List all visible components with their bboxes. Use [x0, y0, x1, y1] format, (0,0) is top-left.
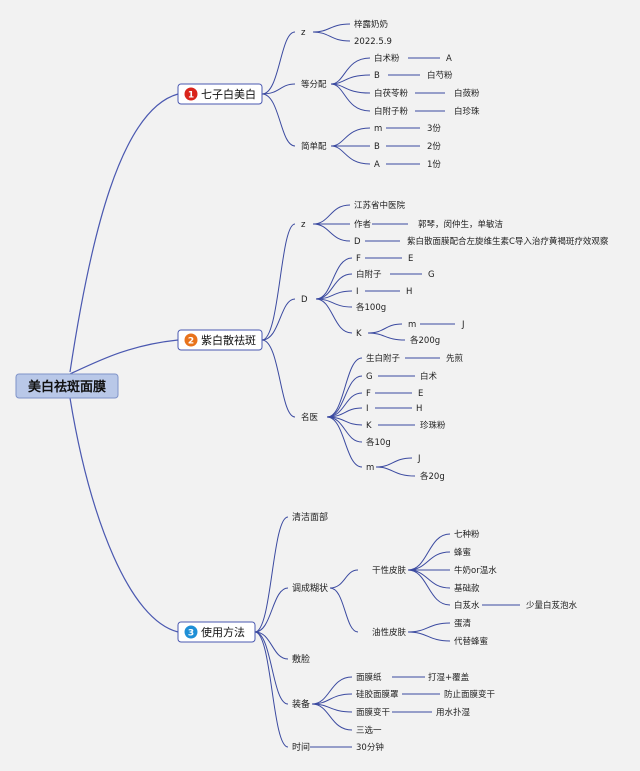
node-label[interactable]: D: [301, 295, 308, 305]
node-label[interactable]: G: [428, 270, 435, 280]
node-label[interactable]: 各200g: [410, 335, 440, 346]
node-label[interactable]: 白附子: [356, 269, 382, 280]
branch-node-3[interactable]: 3 使用方法: [177, 621, 256, 643]
node-label[interactable]: 名医: [301, 412, 319, 423]
node-label[interactable]: 敷脸: [292, 653, 310, 665]
number-badge-icon: [184, 625, 198, 639]
node-label[interactable]: 1份: [427, 159, 441, 170]
branch-1-label: 七子白美白: [201, 87, 256, 101]
branch2-labels: z 江苏省中医院 作者 郭琴，闵仲生，单敏洁 D 紫白散面膜配合左旋维生素C导入…: [301, 200, 609, 482]
node-label[interactable]: 面膜纸: [356, 672, 382, 683]
node-label[interactable]: K: [366, 421, 372, 431]
node-label[interactable]: 硅胶面膜罩: [356, 689, 399, 700]
branch-node-2[interactable]: 2 紫白散祛斑: [177, 329, 263, 351]
node-label[interactable]: K: [356, 329, 362, 339]
node-label[interactable]: 2022.5.9: [354, 37, 392, 47]
node-label[interactable]: 清洁面部: [292, 511, 328, 523]
node-label[interactable]: 等分配: [301, 79, 327, 90]
branch-1-number: 1: [188, 91, 194, 101]
node-label[interactable]: G: [366, 372, 373, 382]
node-label[interactable]: D: [354, 237, 361, 247]
node-label[interactable]: 防止面膜变干: [444, 689, 496, 700]
node-label[interactable]: 蛋清: [454, 618, 472, 629]
node-label[interactable]: 先煎: [446, 353, 464, 364]
node-label[interactable]: 各10g: [366, 437, 391, 448]
node-label[interactable]: 调成糊状: [292, 582, 328, 594]
branch-2-number: 2: [188, 337, 194, 347]
node-label[interactable]: 白术: [420, 371, 438, 382]
branch-3-label: 使用方法: [201, 625, 245, 639]
node-label[interactable]: 油性皮肤: [372, 627, 407, 638]
node-label[interactable]: 紫白散面膜配合左旋维生素C导入治疗黄褐斑疗效观察: [407, 236, 609, 247]
node-label[interactable]: 白珍珠: [454, 106, 480, 117]
node-label[interactable]: 白术粉: [374, 53, 400, 64]
node-label[interactable]: 3份: [427, 123, 441, 134]
number-badge-icon: [184, 87, 198, 101]
node-label[interactable]: 时间: [292, 741, 310, 753]
root-node[interactable]: 美白祛斑面膜: [15, 373, 119, 399]
node-label[interactable]: 各100g: [356, 302, 386, 313]
branch-3-number: 3: [188, 629, 194, 639]
node-label[interactable]: 各20g: [420, 471, 445, 482]
node-label[interactable]: J: [461, 320, 465, 330]
node-label[interactable]: 郭琴，闵仲生，单敏洁: [418, 219, 504, 230]
node-label[interactable]: A: [374, 160, 380, 170]
branch1-edges: [261, 23, 445, 165]
node-label[interactable]: F: [366, 389, 371, 399]
node-label[interactable]: 作者: [354, 219, 372, 230]
node-label[interactable]: 用水扑湿: [436, 707, 471, 718]
node-label[interactable]: m: [408, 320, 416, 330]
node-label[interactable]: 白附子粉: [374, 106, 409, 117]
branch-2-label: 紫白散祛斑: [201, 333, 256, 347]
node-label[interactable]: 白芨水: [454, 600, 480, 611]
node-label[interactable]: 江苏省中医院: [354, 200, 406, 211]
branch-node-1[interactable]: 1 七子白美白: [177, 83, 263, 105]
node-label[interactable]: B: [374, 71, 380, 81]
number-badge-icon: [184, 333, 198, 347]
node-label[interactable]: 牛奶or温水: [454, 565, 497, 576]
node-label[interactable]: 代替蜂蜜: [454, 636, 488, 647]
branch1-labels: z 梓露奶奶 2022.5.9 等分配 白术粉 A B 白芍粉 白茯苓粉 白蔹粉…: [301, 19, 480, 170]
node-label[interactable]: H: [406, 287, 412, 297]
node-label[interactable]: 蜂蜜: [454, 547, 471, 558]
node-label[interactable]: H: [416, 404, 422, 414]
node-label[interactable]: 打湿+覆盖: [428, 672, 470, 683]
branch2-edges: [261, 204, 455, 477]
node-label[interactable]: E: [408, 254, 413, 264]
node-label[interactable]: 面膜变干: [356, 707, 391, 718]
node-label[interactable]: I: [356, 287, 359, 297]
node-label[interactable]: 白蔹粉: [454, 88, 480, 99]
node-label[interactable]: 梓露奶奶: [354, 19, 388, 30]
branch3-labels: 清洁面部 调成糊状 干性皮肤 七种粉 蜂蜜 牛奶or温水 基础款 白芨水 少量白…: [292, 511, 578, 753]
node-label[interactable]: 七种粉: [454, 529, 480, 540]
node-label[interactable]: 白茯苓粉: [374, 88, 409, 99]
root-edges: [69, 93, 179, 633]
node-label[interactable]: 珍珠粉: [420, 420, 446, 431]
node-label[interactable]: 30分钟: [356, 742, 384, 753]
node-label[interactable]: 简单配: [301, 141, 327, 152]
node-label[interactable]: J: [417, 454, 421, 464]
node-label[interactable]: 2份: [427, 141, 441, 152]
node-label[interactable]: E: [418, 389, 423, 399]
node-label[interactable]: 基础款: [454, 583, 480, 594]
node-label[interactable]: 生白附子: [366, 353, 401, 364]
node-label[interactable]: z: [301, 28, 306, 38]
node-label[interactable]: I: [366, 404, 369, 414]
node-label[interactable]: m: [366, 463, 374, 473]
root-label: 美白祛斑面膜: [28, 379, 106, 395]
node-label[interactable]: A: [446, 54, 452, 64]
node-label[interactable]: 装备: [292, 698, 310, 710]
node-label[interactable]: 白芍粉: [427, 70, 453, 81]
node-label[interactable]: m: [374, 124, 382, 134]
node-label[interactable]: 三选一: [356, 725, 382, 736]
node-label[interactable]: F: [356, 254, 361, 264]
node-label[interactable]: B: [374, 142, 380, 152]
node-label[interactable]: 干性皮肤: [372, 565, 407, 576]
node-label[interactable]: 少量白芨泡水: [526, 600, 578, 611]
branch3-edges: [254, 516, 520, 748]
node-label[interactable]: z: [301, 220, 306, 230]
